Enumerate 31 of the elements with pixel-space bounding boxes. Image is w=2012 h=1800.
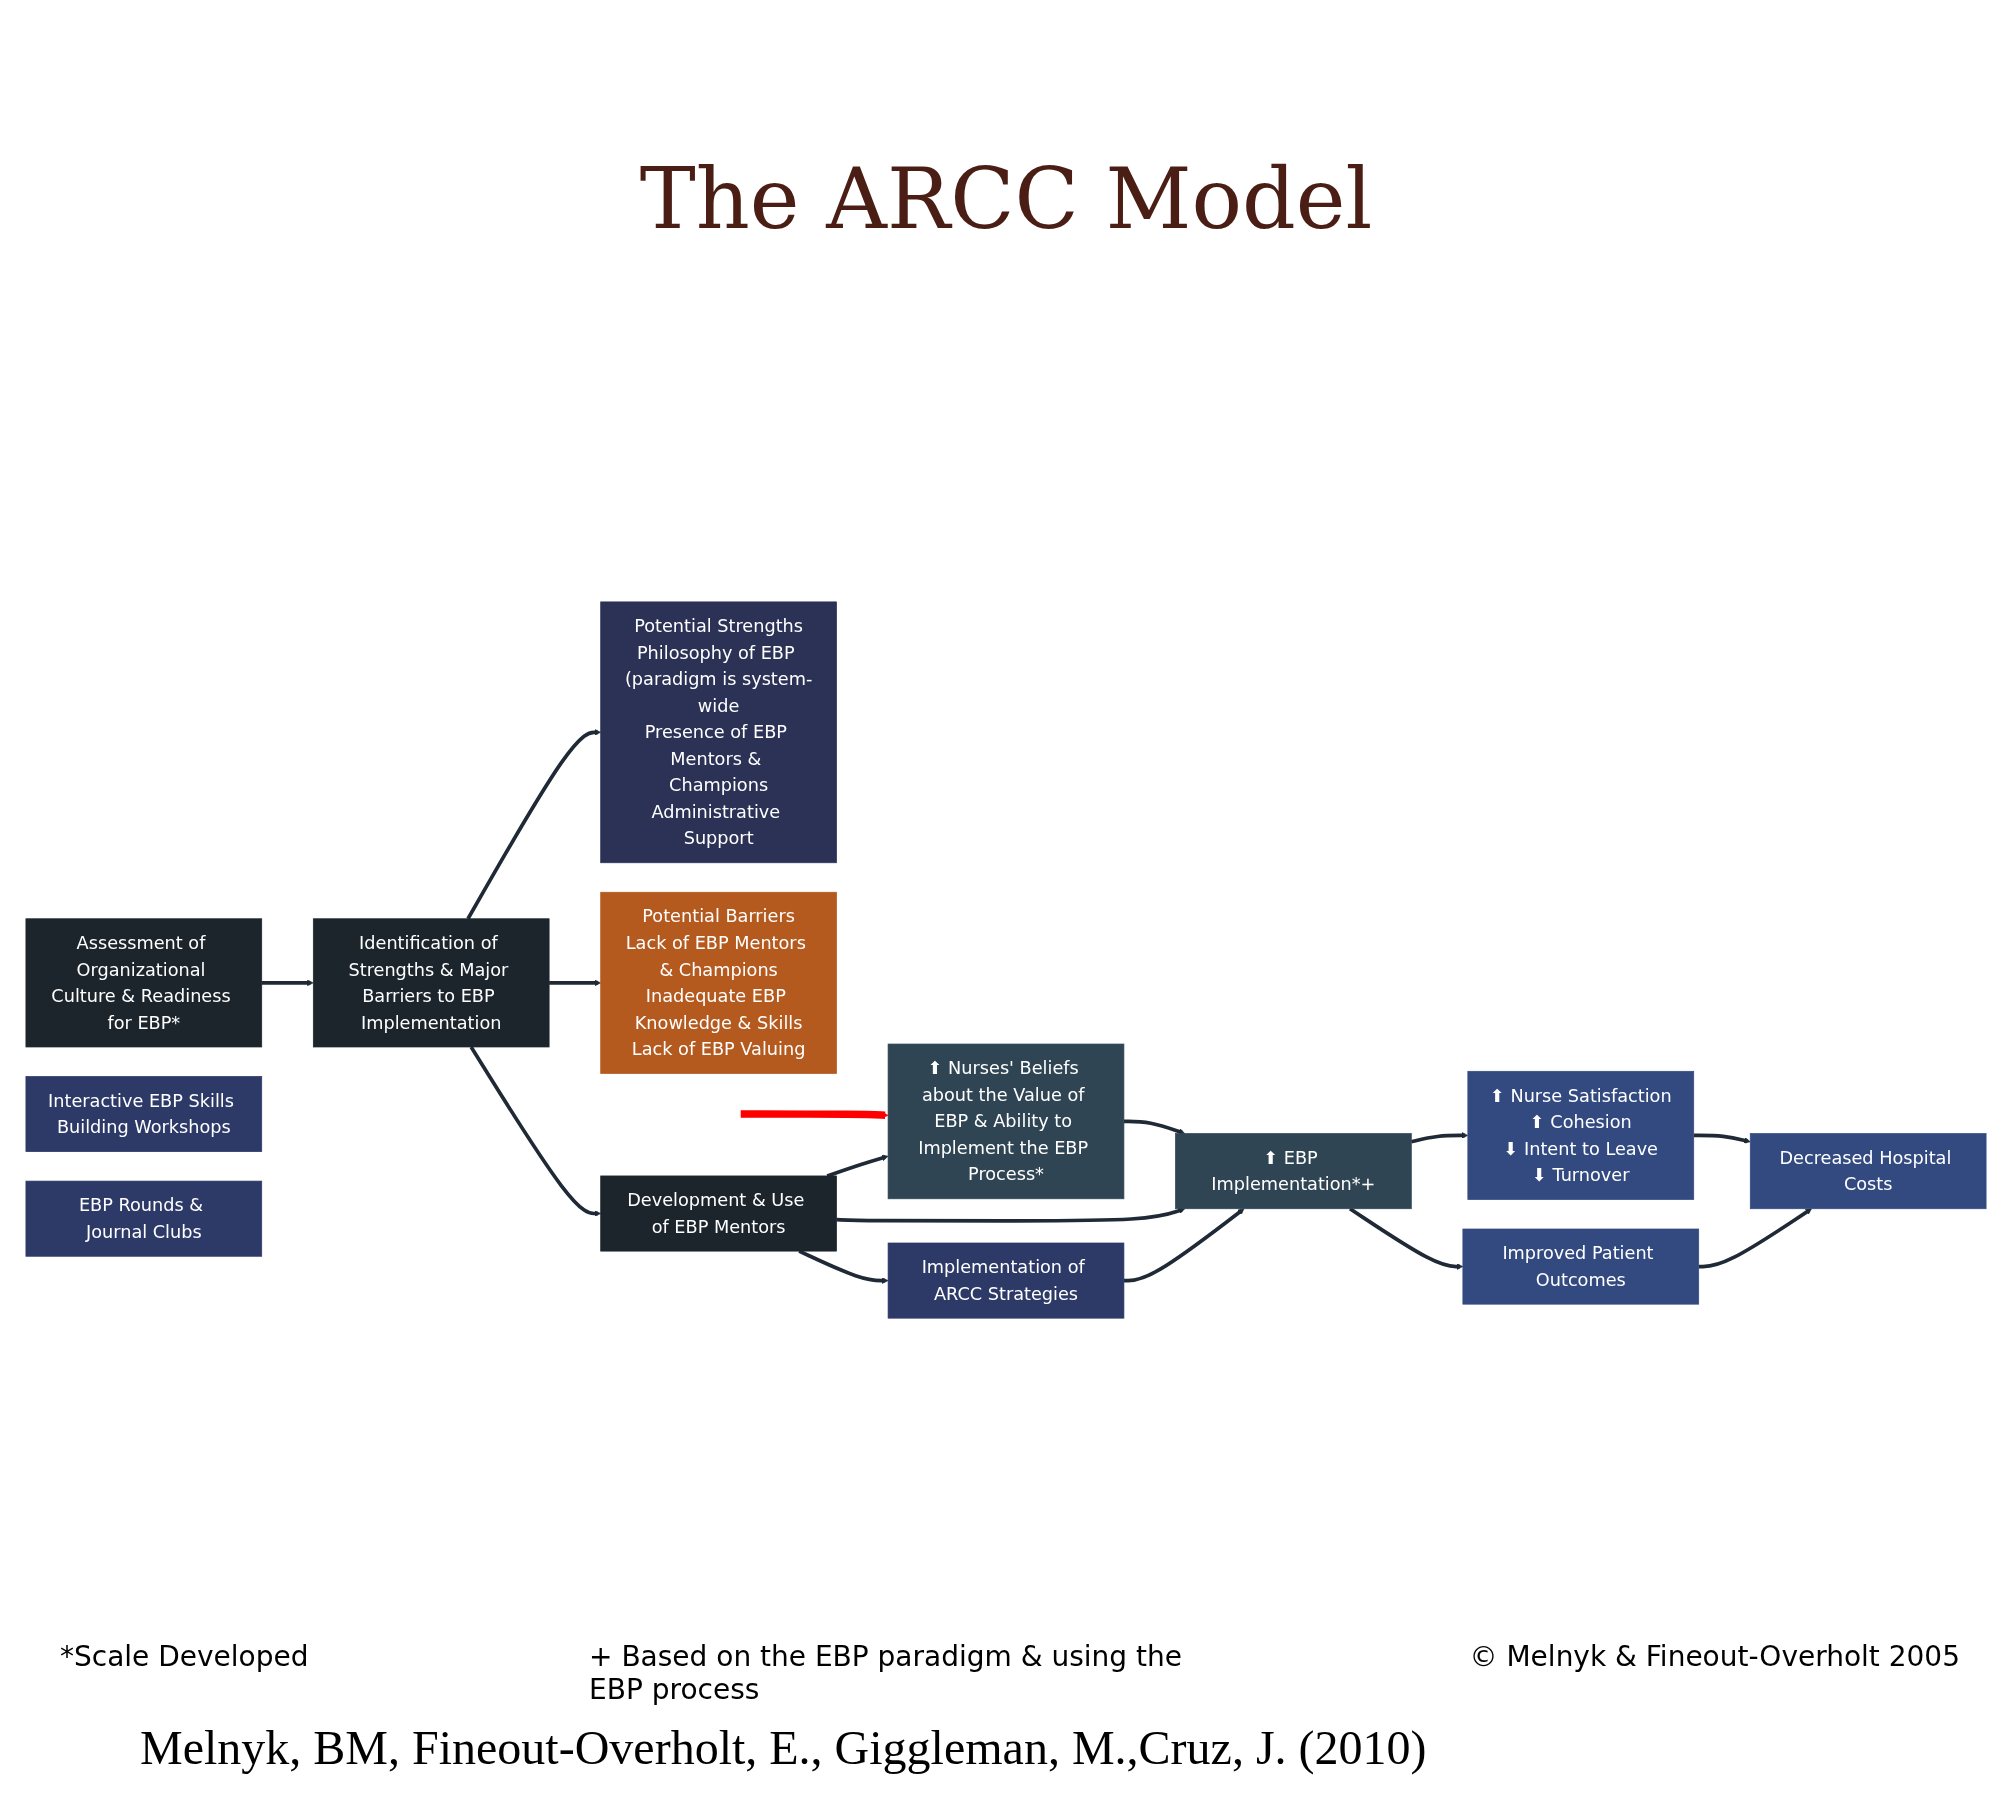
node-box: Decreased Hospital Costs	[1749, 1133, 1987, 1210]
arrow	[261, 979, 314, 987]
node-box: Implementation of ARCC Strategies	[887, 1242, 1125, 1319]
citation-caption: Melnyk, BM, Fineout-Overholt, E., Giggleman, M.,Cruz, J. (2010)	[140, 1720, 1427, 1775]
arrow	[836, 1207, 1186, 1223]
node-box: ⬆ Nurse Satisfaction ⬆ Cohesion ⬇ Intent to Leave ⬇ Turnover	[1467, 1070, 1695, 1200]
node-box: ⬆ Nurses' Beliefs about the Value of EBP & Ability to Implement the EBP Process*	[887, 1043, 1125, 1200]
arrow	[1123, 1119, 1186, 1135]
diagram-title: The ARCC Model	[638, 150, 1374, 248]
node-box: ⬆ EBP Implementation*+	[1175, 1133, 1412, 1210]
arrow	[549, 979, 601, 987]
node-box: Assessment of Organizational Culture & Readiness for EBP*	[25, 918, 263, 1048]
node-box: Improved Patient Outcomes	[1462, 1228, 1700, 1305]
arrow	[1123, 1208, 1245, 1283]
node-box: Potential Barriers Lack of EBP Mentors & Champions Inadequate EBP Knowledge & Skills Lack of EBP Valuing	[600, 891, 837, 1074]
arrow	[740, 1110, 889, 1119]
arrow	[826, 1154, 889, 1178]
note-text: © Melnyk & Fineout-Overholt 2005	[1469, 1640, 1960, 1675]
node-box: Development & Use of EBP Mentors	[600, 1175, 837, 1252]
node-box: EBP Rounds & Journal Clubs	[25, 1180, 263, 1257]
arrow	[1348, 1207, 1464, 1270]
node-box: Interactive EBP Skills Building Workshops	[25, 1076, 263, 1152]
arrow	[1698, 1208, 1812, 1269]
arrow	[1693, 1133, 1751, 1144]
node-box: Identification of Strengths & Major Barriers to EBP Implementation	[312, 918, 550, 1048]
arrow	[466, 729, 601, 920]
note-text: *Scale Developed	[60, 1640, 309, 1675]
node-box: Potential Strengths Philosophy of EBP (paradigm is system-wide Presence of EBP Mentors & Champions Administrative Support	[600, 601, 837, 864]
arrow	[469, 1045, 601, 1217]
arrow	[1410, 1132, 1469, 1144]
note-text: + Based on the EBP paradigm & using the EBP process	[589, 1640, 1183, 1706]
